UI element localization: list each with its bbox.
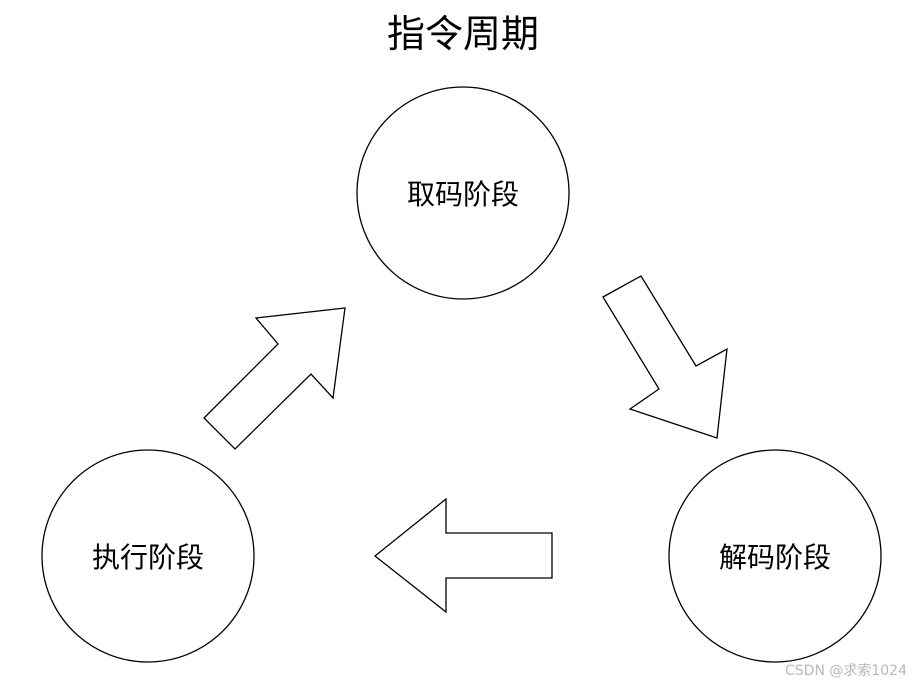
- stage-execute-circle: [41, 449, 255, 663]
- stage-execute: 执行阶段: [41, 449, 255, 663]
- stage-decode: 解码阶段: [668, 449, 882, 663]
- stage-execute-label: 执行阶段: [92, 541, 204, 574]
- flow-arrow-decode-to-execute: [373, 497, 553, 614]
- stage-decode-circle: [668, 449, 882, 663]
- stage-decode-label: 解码阶段: [719, 541, 831, 574]
- stage-fetch-circle: [356, 86, 570, 300]
- stage-fetch-label: 取码阶段: [407, 178, 519, 211]
- flow-arrow-execute-to-fetch: [203, 307, 346, 450]
- diagram-title: 指令周期: [387, 12, 539, 56]
- watermark: CSDN @求索1024: [785, 663, 907, 679]
- stage-fetch: 取码阶段: [356, 86, 570, 300]
- flow-arrow-fetch-to-decode: [602, 275, 728, 439]
